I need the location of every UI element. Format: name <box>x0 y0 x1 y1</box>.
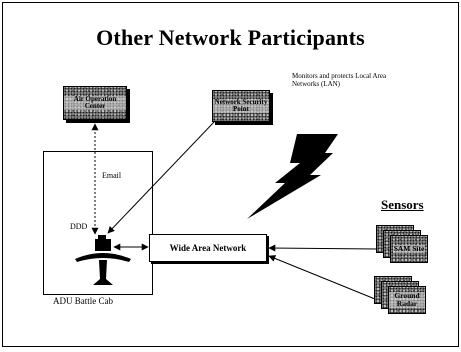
network-security-node: Network Security Point <box>212 90 270 122</box>
battle-cab-label: ADU Battle Cab <box>53 296 113 306</box>
wide-area-network-node: Wide Area Network <box>149 234 267 262</box>
lightning-bolt-icon <box>247 134 338 219</box>
radar-wan-link <box>268 255 376 300</box>
ground-radar-stack: Ground Radar <box>374 276 432 320</box>
slide-title: Other Network Participants <box>96 25 365 50</box>
ground-radar-card: Ground Radar <box>388 286 426 314</box>
air-operations-center-node: Air Operation Center <box>63 86 127 120</box>
battle-cab-frame <box>43 151 153 295</box>
nsp-label: Network Security Point <box>213 97 269 114</box>
aoc-label: Air Operation Center <box>64 95 126 111</box>
lan-note: Monitors and protects Local Area Network… <box>292 72 387 89</box>
sam-site-stack: SAM Site <box>376 225 434 269</box>
slide: Other Network Participants Air Operation… <box>2 2 459 347</box>
sensors-heading: Sensors <box>381 197 424 212</box>
email-label: Email <box>102 171 122 180</box>
sam-site-card: SAM Site <box>390 235 428 263</box>
ddd-label: DDD <box>70 222 88 231</box>
sam-wan-link <box>268 244 378 252</box>
sam-site-label: SAM Site <box>392 244 426 254</box>
ground-radar-label: Ground Radar <box>389 292 425 308</box>
